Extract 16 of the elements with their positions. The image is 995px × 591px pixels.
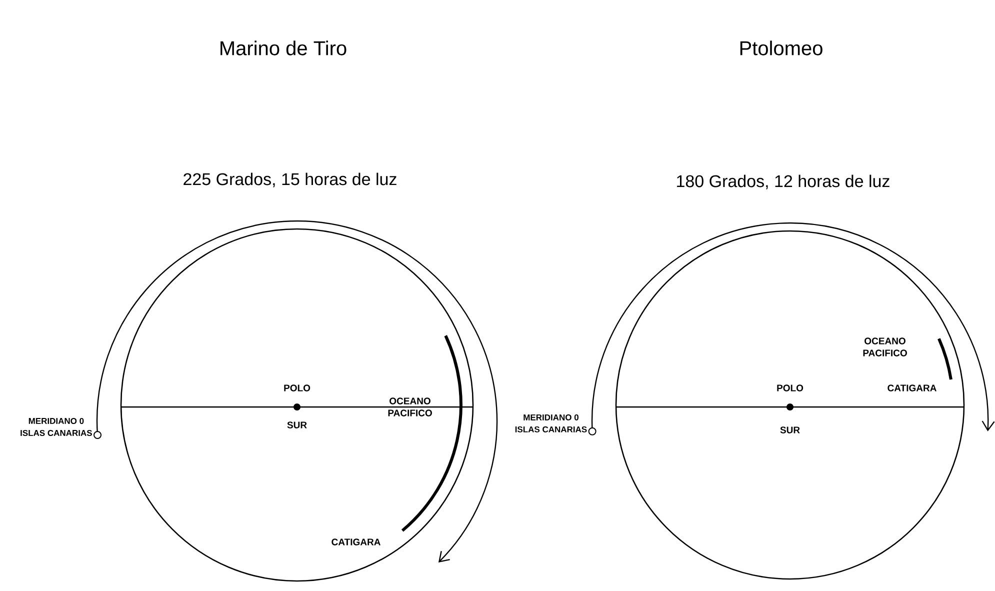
edge-label: 180 Grados, 12 horas de luz [674,172,892,192]
place-label: MERIDIANO 0 ISLAS CANARIAS [515,414,587,432]
place-label: SUR [287,422,307,428]
arc-arrow [94,220,498,562]
place-label: POLO [777,384,804,392]
panel-title: Marino de Tiro [220,40,346,56]
place-label: MERIDIANO 0 ISLAS CANARIAS [20,418,92,436]
place-label: CATIGARA [888,384,936,392]
place-label: SUR [780,426,800,434]
place-label: OCEANO PACIFICO [863,338,907,356]
place-label: OCEANO PACIFICO [388,398,432,416]
panel-title: Ptolomeo [740,40,822,56]
place-label: CATIGARA [332,538,380,546]
place-label: POLO [284,384,310,392]
arc-arrow [588,222,995,436]
edge-label: 225 Grados, 15 horas de luz [180,170,400,190]
